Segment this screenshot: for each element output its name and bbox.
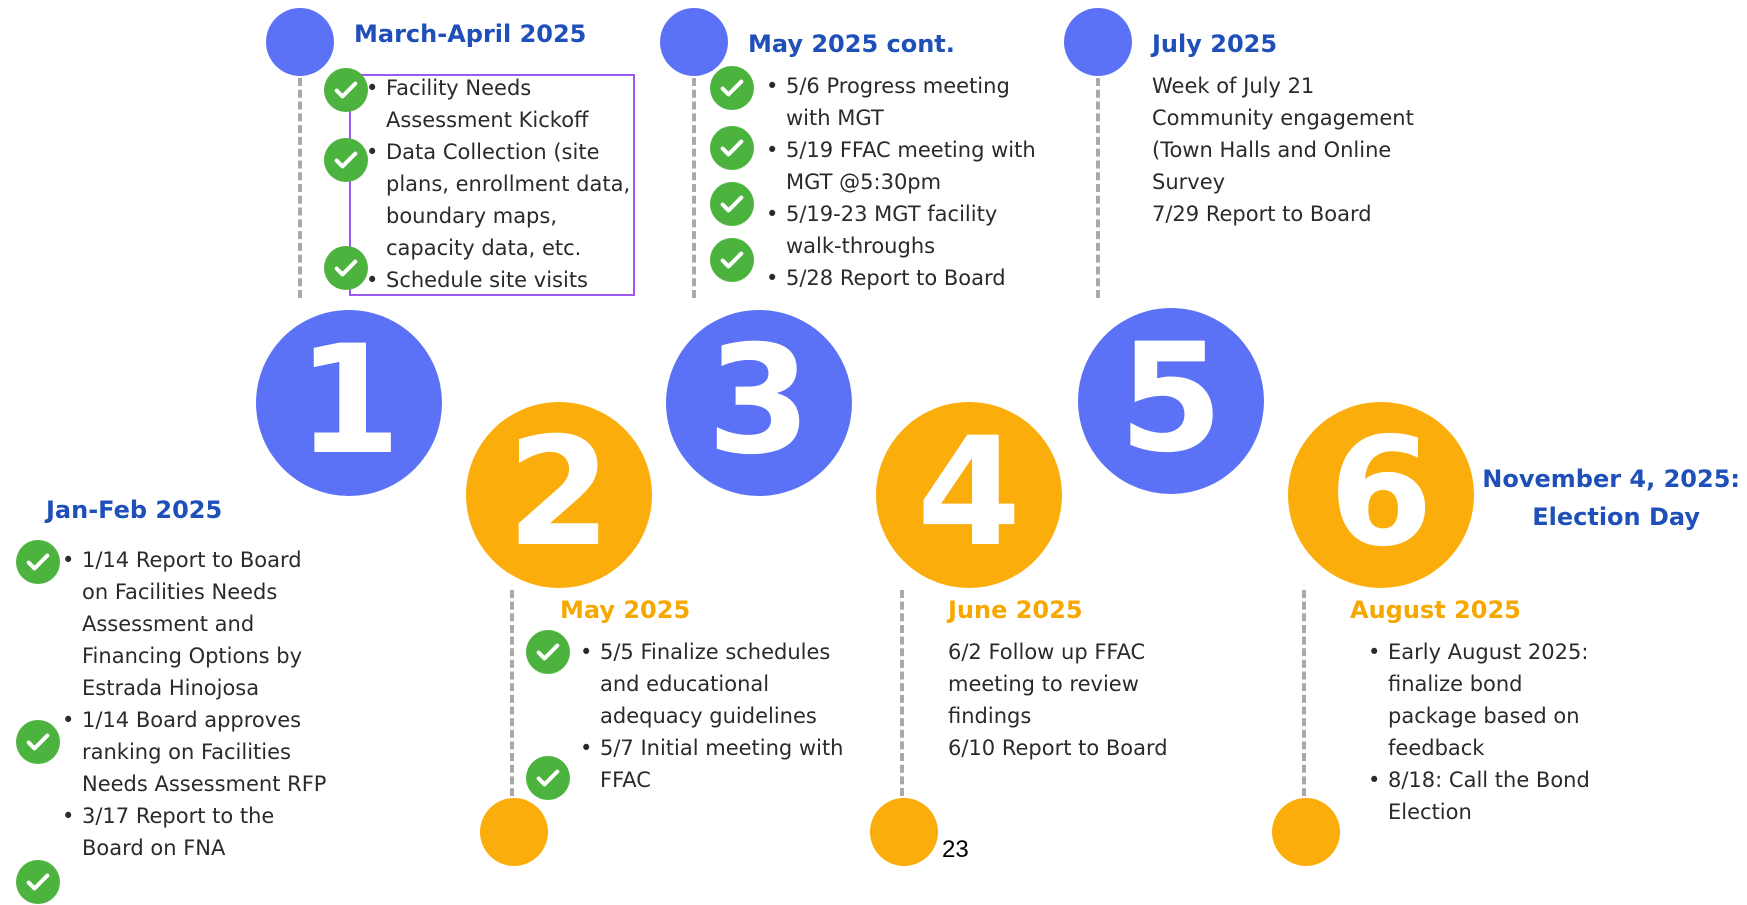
step-6-list: Early August 2025: finalize bond package… <box>1364 636 1614 828</box>
janfeb-item: 3/17 Report to the Board on FNA <box>58 800 328 864</box>
check-circle-icon <box>710 238 754 282</box>
step-5-heading: July 2025 <box>1152 30 1278 58</box>
step-5-marker-dot <box>1064 8 1132 76</box>
step-3-list: 5/6 Progress meeting with MGT 5/19 FFAC … <box>762 70 1042 294</box>
step-1-item: Data Collection (site plans, enrollment … <box>362 136 632 264</box>
step-3-item: 5/19-23 MGT facility walk-throughs <box>762 198 1042 262</box>
step-6-connector <box>1302 590 1306 796</box>
election-day-title: Election Day <box>1532 503 1700 531</box>
janfeb-list: 1/14 Report to Board on Facilities Needs… <box>58 544 328 864</box>
step-1-number: 1 <box>296 314 402 488</box>
step-2-item: 5/5 Finalize schedules and educational a… <box>576 636 846 732</box>
check-circle-icon <box>526 756 570 800</box>
step-4-circle <box>876 402 1062 588</box>
step-3-number: 3 <box>706 314 812 488</box>
step-2-circle <box>466 402 652 588</box>
step-4-number: 4 <box>916 406 1022 580</box>
step-1-connector <box>298 78 302 298</box>
step-2-heading: May 2025 <box>560 596 691 624</box>
step-2-connector <box>510 590 514 796</box>
step-3-item: 5/6 Progress meeting with MGT <box>762 70 1042 134</box>
step-1-marker-dot <box>266 8 334 76</box>
step-4-marker-dot <box>870 798 938 866</box>
step-3-heading: May 2025 cont. <box>748 30 955 58</box>
check-circle-icon <box>710 66 754 110</box>
check-circle-icon <box>526 630 570 674</box>
step-6-item: Early August 2025: finalize bond package… <box>1364 636 1614 764</box>
step-6-heading: August 2025 <box>1350 596 1521 624</box>
check-circle-icon <box>324 68 368 112</box>
step-3-item: 5/19 FFAC meeting with MGT @5:30pm <box>762 134 1042 198</box>
check-circle-icon <box>710 126 754 170</box>
step-3-circle <box>666 310 852 496</box>
step-3-item: 5/28 Report to Board <box>762 262 1042 294</box>
step-5-line: Week of July 21 Community engagement (To… <box>1152 74 1414 194</box>
step-5-number: 5 <box>1118 312 1224 486</box>
janfeb-heading: Jan-Feb 2025 <box>46 496 223 524</box>
step-2-number: 2 <box>506 406 612 580</box>
step-1-list: Facility Needs Assessment Kickoff Data C… <box>362 72 632 296</box>
janfeb-item: 1/14 Board approves ranking on Facilitie… <box>58 704 328 800</box>
step-5-circle <box>1078 308 1264 494</box>
step-3-connector <box>692 78 696 298</box>
step-1-circle <box>256 310 442 496</box>
step-6-item: 8/18: Call the Bond Election <box>1364 764 1614 828</box>
step-1-heading: March-April 2025 <box>354 20 587 48</box>
step-6-number: 6 <box>1328 406 1434 580</box>
step-5-line: 7/29 Report to Board <box>1152 202 1372 226</box>
check-circle-icon <box>710 182 754 226</box>
check-circle-icon <box>324 246 368 290</box>
step-4-heading: June 2025 <box>948 596 1083 624</box>
step-2-marker-dot <box>480 798 548 866</box>
step-3-marker-dot <box>660 8 728 76</box>
step-1-item: Schedule site visits <box>362 264 632 296</box>
step-4-text: 6/2 Follow up FFAC meeting to review fin… <box>948 636 1208 764</box>
step-2-list: 5/5 Finalize schedules and educational a… <box>576 636 846 796</box>
check-circle-icon <box>16 720 60 764</box>
election-day-date: November 4, 2025: <box>1482 465 1740 493</box>
step-1-item: Facility Needs Assessment Kickoff <box>362 72 632 136</box>
step-6-marker-dot <box>1272 798 1340 866</box>
check-circle-icon <box>16 860 60 904</box>
step-2-item: 5/7 Initial meeting with FFAC <box>576 732 846 796</box>
step-5-connector <box>1096 78 1100 298</box>
page-number: 23 <box>942 836 969 863</box>
step-5-text: Week of July 21 Community engagement (To… <box>1152 70 1442 230</box>
check-circle-icon <box>324 138 368 182</box>
janfeb-item: 1/14 Report to Board on Facilities Needs… <box>58 544 328 704</box>
check-circle-icon <box>16 540 60 584</box>
step-4-line: 6/2 Follow up FFAC meeting to review fin… <box>948 640 1146 728</box>
step-6-circle <box>1288 402 1474 588</box>
election-day-label: November 4, 2025: Election Day <box>1450 460 1740 536</box>
step-4-line: 6/10 Report to Board <box>948 736 1168 760</box>
step-4-connector <box>900 590 904 796</box>
